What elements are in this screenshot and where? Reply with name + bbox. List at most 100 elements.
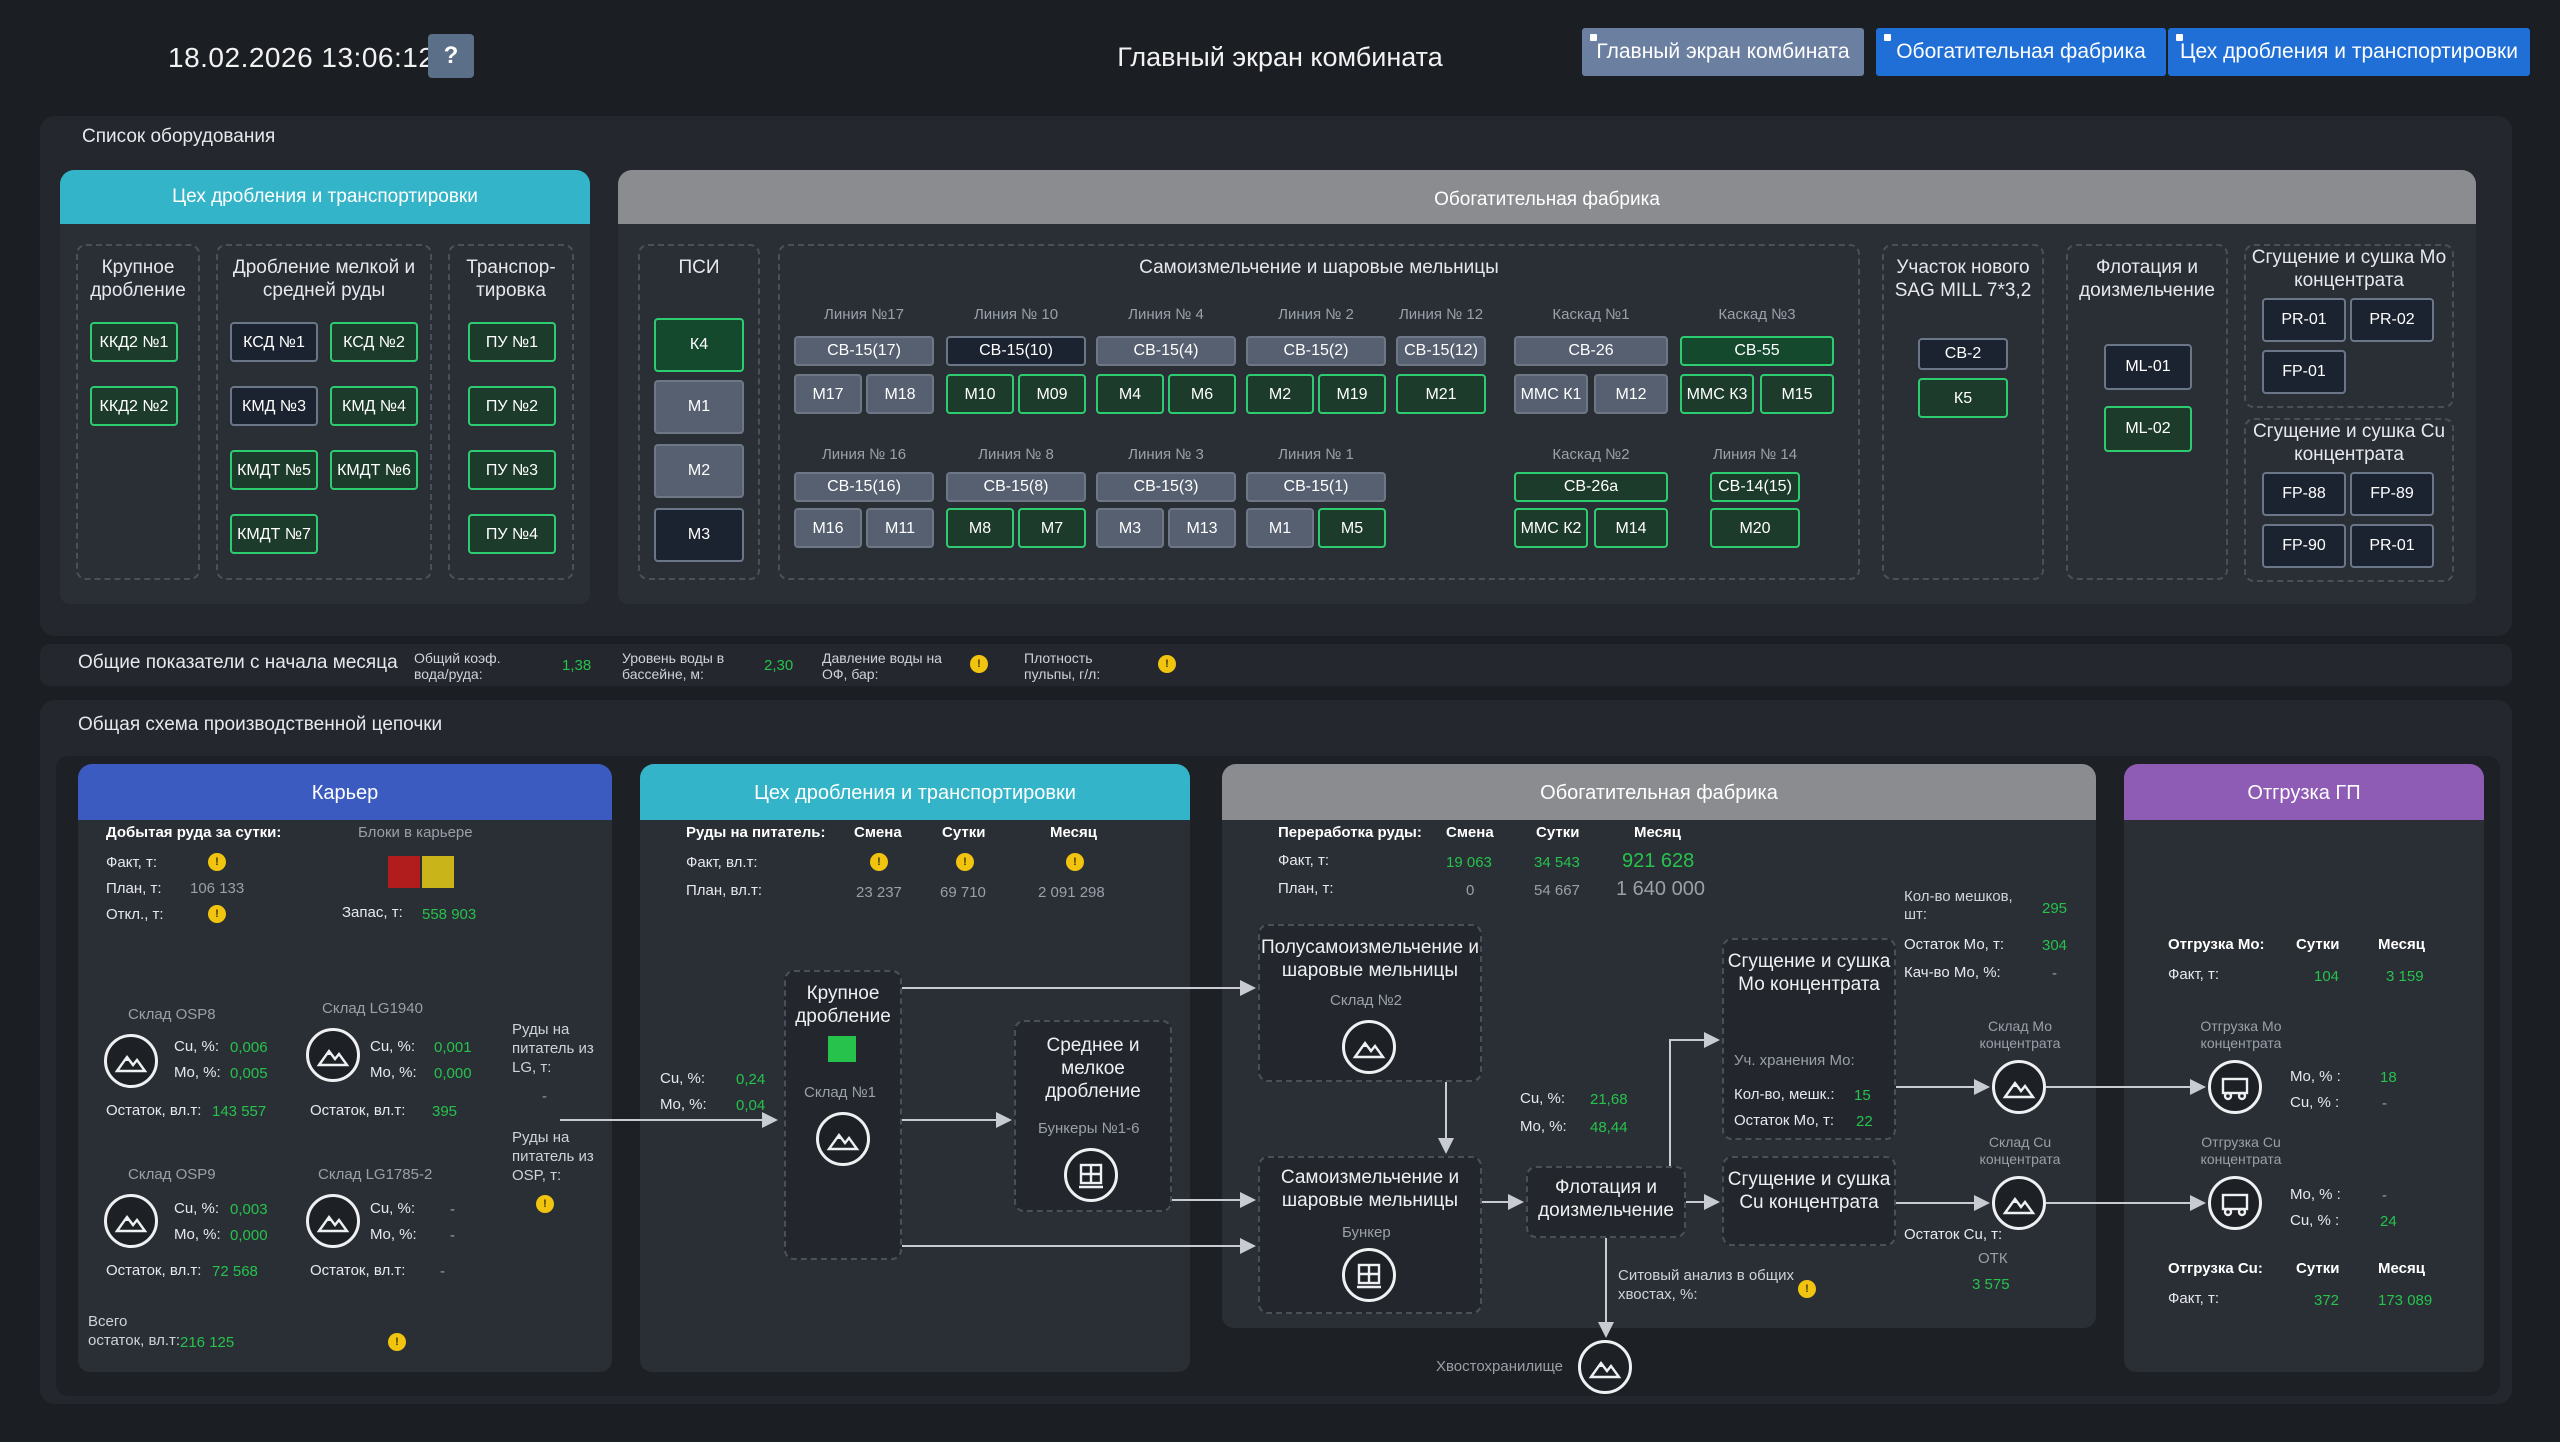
autogenous-title: Самоизмельчение и шаровые мельницы xyxy=(1280,1167,1460,1211)
equipment-cb-15-8[interactable]: СВ-15(8) xyxy=(946,472,1086,502)
warehouse-mountain-icon[interactable] xyxy=(1578,1340,1632,1394)
equipment-cb-15-4[interactable]: СВ-15(4) xyxy=(1096,336,1236,366)
equipment-mmc-k3[interactable]: ММС К3 xyxy=(1680,374,1754,414)
warehouse-mountain-icon[interactable] xyxy=(104,1194,158,1248)
equipment-mmc-k1[interactable]: ММС К1 xyxy=(1514,374,1588,414)
equipment-pu-4[interactable]: ПУ №4 xyxy=(468,514,556,554)
equipment-k4[interactable]: К4 xyxy=(654,318,744,372)
truck-icon[interactable] xyxy=(2208,1060,2262,1114)
equipment-cb-2[interactable]: СВ-2 xyxy=(1918,338,2008,370)
equipment-pu-3[interactable]: ПУ №3 xyxy=(468,450,556,490)
crusher-icon[interactable] xyxy=(1342,1248,1396,1302)
equipment-mo-fp-01[interactable]: FP-01 xyxy=(2262,350,2346,394)
equipment-cb-15-3[interactable]: СВ-15(3) xyxy=(1096,472,1236,502)
equipment-m2[interactable]: М2 xyxy=(654,444,744,498)
equipment-m7[interactable]: М7 xyxy=(1018,508,1086,548)
equipment-m18[interactable]: М18 xyxy=(866,374,934,414)
warehouse-mountain-icon[interactable] xyxy=(1342,1020,1396,1074)
equipment-cb-15-16[interactable]: СВ-15(16) xyxy=(794,472,934,502)
autogenous-box[interactable] xyxy=(1258,1156,1482,1314)
warehouse-mountain-icon[interactable] xyxy=(816,1112,870,1166)
warning-icon: ! xyxy=(536,1195,554,1213)
equipment-m1-line1[interactable]: М1 xyxy=(1246,508,1314,548)
equipment-m19[interactable]: М19 xyxy=(1318,374,1386,414)
equipment-kmdt-6[interactable]: КМДТ №6 xyxy=(330,450,418,490)
ship-cu-mo-value: - xyxy=(2382,1187,2387,1204)
warehouse-mountain-icon[interactable] xyxy=(306,1028,360,1082)
osp9-rest-label: Остаток, вл.т: xyxy=(106,1262,202,1279)
block-yellow[interactable] xyxy=(422,856,454,888)
flot-group xyxy=(2066,244,2228,580)
equipment-m11[interactable]: М11 xyxy=(866,508,934,548)
equipment-m6[interactable]: М6 xyxy=(1168,374,1236,414)
nav-plant[interactable]: Обогатительная фабрика xyxy=(1876,28,2166,76)
equipment-m3-line3[interactable]: М3 xyxy=(1096,508,1164,548)
equipment-m20[interactable]: М20 xyxy=(1710,508,1800,548)
equipment-mo-pr-01[interactable]: PR-01 xyxy=(2262,298,2346,342)
datetime: 18.02.2026 13:06:12 xyxy=(168,42,435,73)
nav-main-screen[interactable]: Главный экран комбината xyxy=(1582,28,1864,76)
equipment-cb-15-17[interactable]: СВ-15(17) xyxy=(794,336,934,366)
osp-feed-label: Руды на питатель из OSP, т: xyxy=(512,1129,594,1184)
equipment-cb-14-15[interactable]: СВ-14(15) xyxy=(1710,472,1800,502)
equipment-m14[interactable]: М14 xyxy=(1594,508,1668,548)
equipment-m13[interactable]: М13 xyxy=(1168,508,1236,548)
equipment-cb-15-2[interactable]: СВ-15(2) xyxy=(1246,336,1386,366)
equipment-m8[interactable]: М8 xyxy=(946,508,1014,548)
equipment-m17[interactable]: М17 xyxy=(794,374,862,414)
equipment-cu-pr-01[interactable]: PR-01 xyxy=(2350,524,2434,568)
help-button[interactable]: ? xyxy=(428,34,474,78)
cu-thickening-box[interactable] xyxy=(1722,1156,1896,1246)
equipment-m16[interactable]: М16 xyxy=(794,508,862,548)
block-red[interactable] xyxy=(388,856,420,888)
nav-crushing[interactable]: Цех дробления и транспортировки xyxy=(2168,28,2530,76)
equipment-m5[interactable]: М5 xyxy=(1318,508,1386,548)
mills-group xyxy=(778,244,1860,580)
equipment-cu-fp-88[interactable]: FP-88 xyxy=(2262,472,2346,516)
equipment-ml-02[interactable]: ML-02 xyxy=(2104,406,2192,452)
equipment-cb-26a[interactable]: СВ-26а xyxy=(1514,472,1668,502)
equipment-kmdt-5[interactable]: КМДТ №5 xyxy=(230,450,318,490)
equipment-pu-1[interactable]: ПУ №1 xyxy=(468,322,556,362)
truck-icon[interactable] xyxy=(2208,1176,2262,1230)
equipment-m15[interactable]: М15 xyxy=(1760,374,1834,414)
equipment-m09[interactable]: М09 xyxy=(1018,374,1086,414)
equipment-m21[interactable]: М21 xyxy=(1396,374,1486,414)
equipment-m12[interactable]: М12 xyxy=(1594,374,1668,414)
totals-density-label: Плотность пульпы, г/л: xyxy=(1024,650,1101,682)
warehouse-mountain-icon[interactable] xyxy=(1992,1060,2046,1114)
equipment-cu-fp-89[interactable]: FP-89 xyxy=(2350,472,2434,516)
equipment-m2[interactable]: М2 xyxy=(1246,374,1314,414)
equipment-m1[interactable]: М1 xyxy=(654,380,744,434)
equipment-kkd-2[interactable]: ККД2 №2 xyxy=(90,386,178,426)
mo-thickening-box[interactable] xyxy=(1722,938,1896,1140)
equipment-mo-pr-02[interactable]: PR-02 xyxy=(2350,298,2434,342)
equipment-kmd-4[interactable]: КМД №4 xyxy=(330,386,418,426)
crush-plan-shift: 23 237 xyxy=(856,884,902,901)
equipment-kmdt-7[interactable]: КМДТ №7 xyxy=(230,514,318,554)
warehouse-mountain-icon[interactable] xyxy=(104,1034,158,1088)
warehouse-mountain-icon[interactable] xyxy=(306,1194,360,1248)
plant-fact-shift: 19 063 xyxy=(1446,854,1492,871)
equipment-pu-2[interactable]: ПУ №2 xyxy=(468,386,556,426)
equipment-m4[interactable]: М4 xyxy=(1096,374,1164,414)
equipment-cb-55[interactable]: СВ-55 xyxy=(1680,336,1834,366)
warehouse-mountain-icon[interactable] xyxy=(1992,1176,2046,1230)
equipment-m3[interactable]: М3 xyxy=(654,508,744,562)
sieve-label: Ситовый анализ в общих хвостах, %: xyxy=(1618,1267,1794,1303)
equipment-cu-fp-90[interactable]: FP-90 xyxy=(2262,524,2346,568)
equipment-kkd-1[interactable]: ККД2 №1 xyxy=(90,322,178,362)
crusher-icon[interactable] xyxy=(1064,1148,1118,1202)
equipment-cb-15-1[interactable]: СВ-15(1) xyxy=(1246,472,1386,502)
equipment-ml-01[interactable]: ML-01 xyxy=(2104,344,2192,390)
equipment-m10[interactable]: М10 xyxy=(946,374,1014,414)
equipment-cb-26[interactable]: СВ-26 xyxy=(1514,336,1668,366)
flotation-box[interactable] xyxy=(1526,1166,1686,1238)
equipment-cb-15-12[interactable]: СВ-15(12) xyxy=(1396,336,1486,366)
equipment-mmc-k2[interactable]: ММС К2 xyxy=(1514,508,1588,548)
equipment-cb-15-10[interactable]: СВ-15(10) xyxy=(946,336,1086,366)
equipment-ksd-2[interactable]: КСД №2 xyxy=(330,322,418,362)
equipment-kmd-3[interactable]: КМД №3 xyxy=(230,386,318,426)
equipment-ksd-1[interactable]: КСД №1 xyxy=(230,322,318,362)
equipment-k5[interactable]: К5 xyxy=(1918,378,2008,418)
